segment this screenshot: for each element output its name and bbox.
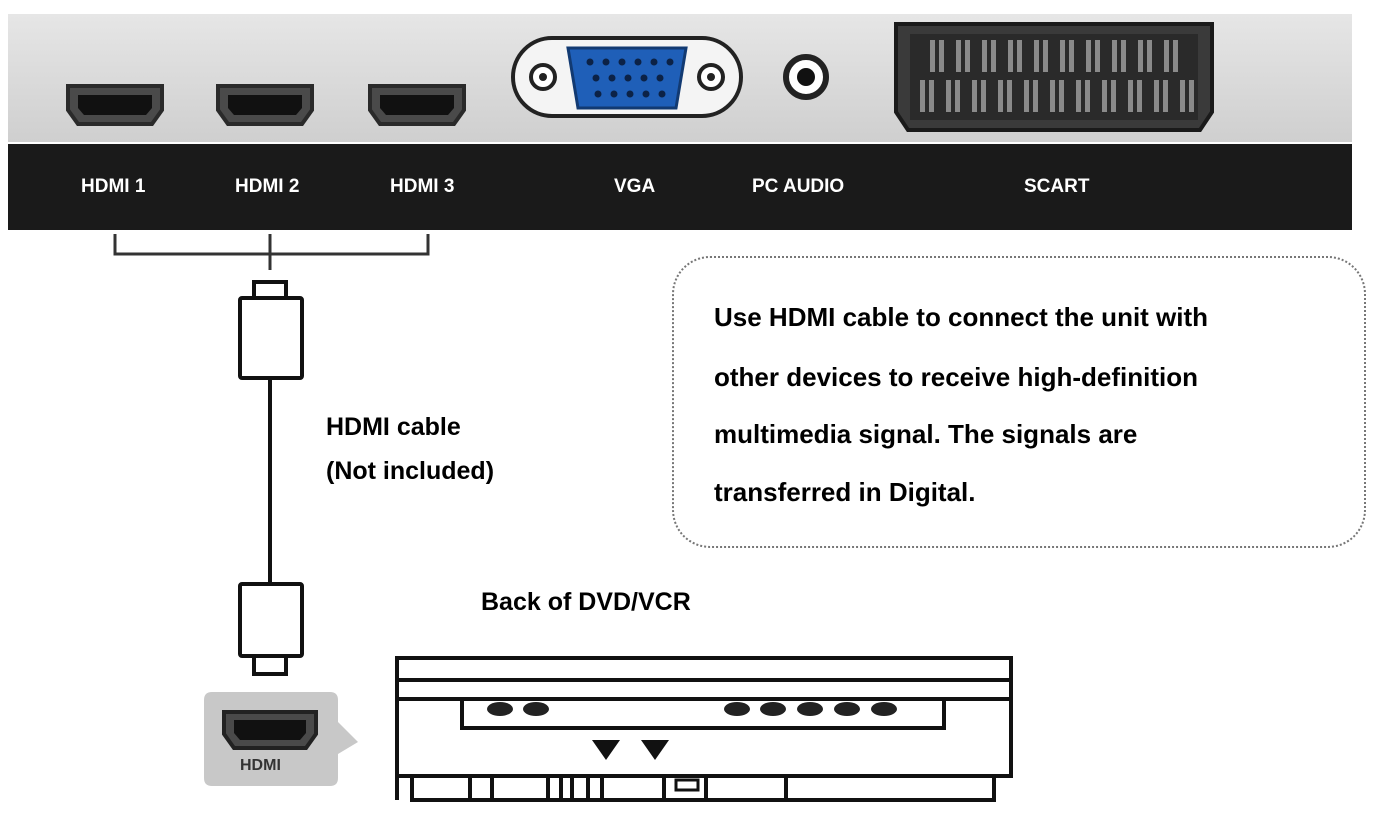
scart-port-icon <box>894 22 1214 132</box>
cable-label: HDMI cable (Not included) <box>326 405 494 493</box>
dvd-vcr-back <box>395 656 1013 802</box>
info-note-box <box>672 256 1366 548</box>
label-pc-audio: PC AUDIO <box>752 176 845 197</box>
note-line-2: other devices to receive high-definition <box>714 362 1198 392</box>
label-scart: SCART <box>1024 176 1090 197</box>
label-hdmi-3: HDMI 3 <box>390 176 455 197</box>
hdmi-bracket <box>113 234 430 270</box>
hdmi-port-icon <box>66 84 164 126</box>
hdmi-source-badge <box>204 692 358 786</box>
note-line-3: multimedia signal. The signals are <box>714 419 1138 449</box>
cable-label-line-2: (Not included) <box>326 457 495 485</box>
arrow-down-icon <box>641 740 669 760</box>
hdmi-port-icon <box>216 84 314 126</box>
arrow-down-icon <box>592 740 620 760</box>
hdmi-badge-label: HDMI <box>240 757 281 774</box>
dvd-vcr-title: Back of DVD/VCR <box>481 588 691 616</box>
note-line-4: transferred in Digital. <box>714 477 976 507</box>
vga-port-icon <box>511 36 743 118</box>
port-label-bar <box>8 144 1352 230</box>
dvd-jacks <box>487 702 897 716</box>
hdmi-plug-icon <box>222 710 318 750</box>
hdmi-cable <box>238 280 304 676</box>
hdmi-port-icon <box>368 84 466 126</box>
note-line-1: Use HDMI cable to connect the unit with <box>714 302 1209 332</box>
cable-label-line-1: HDMI cable <box>326 413 461 441</box>
label-hdmi-1: HDMI 1 <box>81 176 146 197</box>
label-vga: VGA <box>614 176 656 197</box>
audio-jack-icon <box>783 54 829 100</box>
label-hdmi-2: HDMI 2 <box>235 176 300 197</box>
